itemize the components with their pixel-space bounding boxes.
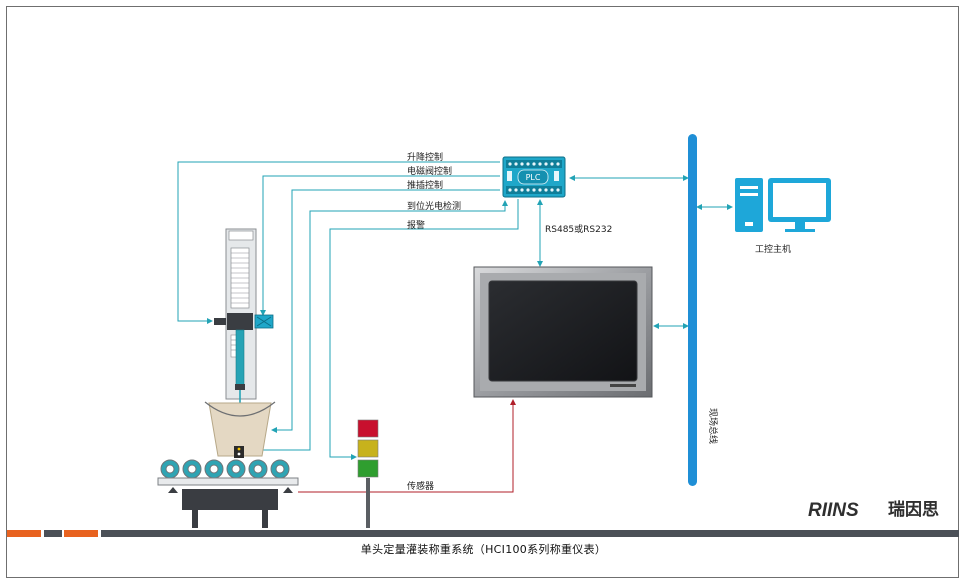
conveyor [157, 459, 299, 528]
lift-cylinder [214, 318, 226, 325]
photo-sensor [234, 446, 244, 458]
filling-machine [214, 228, 274, 420]
valve-control-line [260, 175, 500, 316]
industrial-pc: 工控主机 [735, 178, 831, 255]
sensor-detect-label: 到位光电检测 [407, 200, 461, 212]
field-bus-label: 现场总线 [707, 408, 719, 444]
footer-bar [7, 530, 959, 537]
valve-control-label: 电磁阀控制 [407, 165, 452, 177]
logo-cn: 瑞因思 [888, 500, 939, 520]
insert-control-line [271, 189, 500, 433]
brand-logo: RIINS 瑞因思 [808, 500, 939, 521]
alarm-line [329, 199, 519, 460]
diagram-frame [6, 6, 959, 578]
control-lines [177, 161, 733, 460]
field-bus: 现场总线 [688, 134, 719, 486]
bucket [204, 401, 276, 458]
rs-interface-label: RS485或RS232 [545, 223, 612, 235]
page-title: 单头定量灌装称重系统（HCI100系列称重仪表） [360, 543, 607, 556]
alarm-tower-light [357, 419, 379, 528]
alarm-label: 报警 [407, 219, 425, 231]
insert-control-label: 推插控制 [407, 179, 443, 191]
filling-nozzle [235, 329, 245, 387]
plc-module: PLC [502, 156, 566, 198]
logo-text: RIINS [808, 500, 859, 521]
plc-label: PLC [526, 173, 541, 182]
industrial-pc-label: 工控主机 [755, 243, 791, 255]
load-cell-label: 传感器 [407, 480, 434, 492]
lift-control-label: 升降控制 [407, 151, 443, 163]
hmi-brand-plate [610, 384, 636, 387]
hmi-touchscreen [473, 266, 653, 398]
lift-control-line [177, 161, 500, 324]
sensor-detect-line [239, 200, 508, 451]
